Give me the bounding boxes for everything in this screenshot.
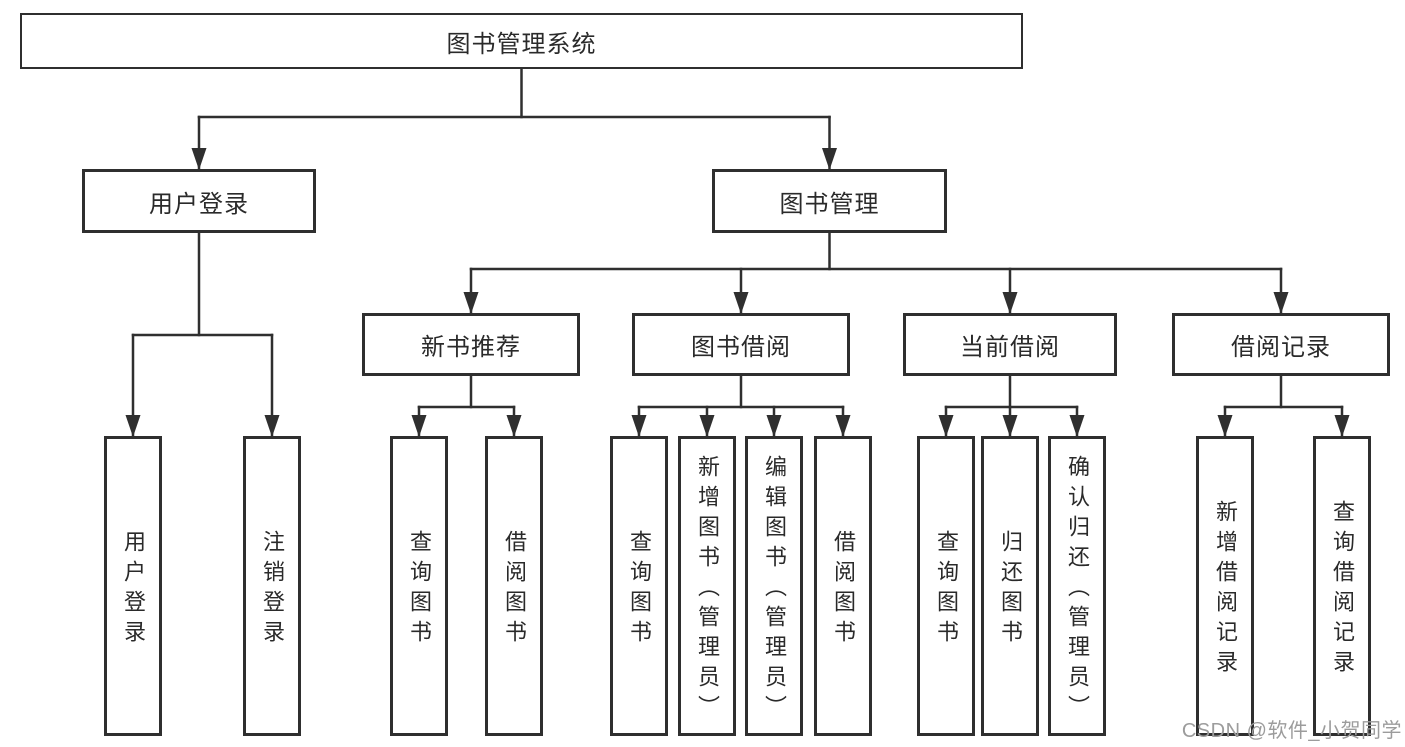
connector-user-login-children [125, 231, 280, 438]
csdn-watermark: CSDN @软件_小贺同学 [1181, 720, 1402, 742]
node-label: 归还图书 [998, 530, 1023, 650]
connector-current-borrow-children [938, 374, 1085, 438]
node-label: 用户登录 [121, 530, 146, 650]
node-label: 借阅图书 [831, 530, 856, 650]
node-book-management: 图书管理 [712, 169, 947, 233]
node-label: 注销登录 [260, 530, 285, 650]
node-label: 新书推荐 [421, 334, 521, 361]
node-library-management-system: 图书管理系统 [20, 13, 1023, 69]
leaf-query-borrow-record: 查询借阅记录 [1313, 436, 1371, 736]
leaf-query-books-current: 查询图书 [917, 436, 975, 736]
leaf-query-books-newbook: 查询图书 [390, 436, 448, 736]
node-current-borrow: 当前借阅 [903, 313, 1117, 376]
node-borrow-records: 借阅记录 [1172, 313, 1390, 376]
node-label: 借阅记录 [1231, 334, 1331, 361]
node-label: 图书管理系统 [446, 30, 597, 58]
leaf-borrow-books-borrow: 借阅图书 [814, 436, 872, 736]
connector-new-book-children [411, 374, 522, 438]
leaf-confirm-return-admin: 确认归还（管理员） [1048, 436, 1106, 736]
connector-borrow-records-children [1217, 374, 1350, 438]
node-user-login: 用户登录 [82, 169, 316, 233]
node-label: 查询图书 [627, 530, 652, 650]
node-label: 图书借阅 [691, 334, 791, 361]
leaf-edit-book-admin: 编辑图书（管理员） [745, 436, 803, 736]
leaf-borrow-books-newbook: 借阅图书 [485, 436, 543, 736]
node-label: 查询图书 [407, 530, 432, 650]
node-label: 图书管理 [779, 190, 880, 218]
node-label: 借阅图书 [502, 530, 527, 650]
leaf-return-books: 归还图书 [981, 436, 1039, 736]
leaf-add-borrow-record: 新增借阅记录 [1196, 436, 1254, 736]
connector-book-borrow-children [631, 374, 851, 438]
node-label: 用户登录 [149, 190, 249, 218]
leaf-add-book-admin: 新增图书（管理员） [678, 436, 736, 736]
leaf-logout-login: 注销登录 [243, 436, 301, 736]
node-label: 查询图书 [934, 530, 959, 650]
leaf-user-login: 用户登录 [104, 436, 162, 736]
node-label: 新增借阅记录 [1213, 500, 1238, 680]
node-label: 查询借阅记录 [1330, 500, 1355, 680]
node-label: 编辑图书（管理员） [762, 455, 787, 725]
node-label: 新增图书（管理员） [695, 455, 720, 725]
node-label: 确认归还（管理员） [1065, 455, 1090, 725]
node-label: 当前借阅 [960, 334, 1060, 361]
leaf-query-books-borrow: 查询图书 [610, 436, 668, 736]
node-book-borrow: 图书借阅 [632, 313, 850, 376]
connector-book-mgmt-children [463, 231, 1289, 315]
node-new-book-recommend: 新书推荐 [362, 313, 580, 376]
connector-root-to-level2 [191, 67, 837, 171]
